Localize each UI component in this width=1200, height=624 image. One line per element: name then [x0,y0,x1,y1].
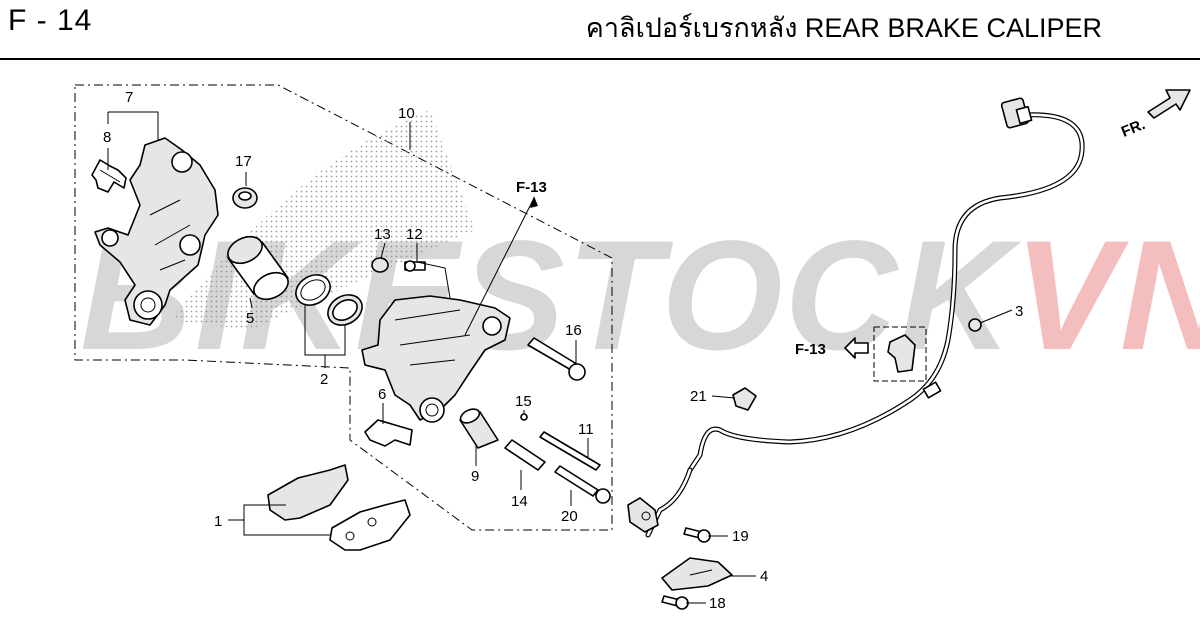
f13-top-reference-arrow [464,196,538,336]
callout-17: 17 [235,153,252,170]
callout-13: 13 [374,226,391,243]
pin-part-11 [539,431,601,471]
diagram-title: คาลิเปอร์เบรกหลัง REAR BRAKE CALIPER [585,13,1102,43]
caliper-bracket-part-7 [94,137,219,326]
pin-bolt-part-16 [527,337,586,381]
wire-sleeve [922,381,942,399]
brake-pads-part-1 [267,464,411,551]
callout-leader-lines [107,111,1013,604]
callout-16: 16 [565,322,582,339]
caliper-assembly-boundary [74,84,613,531]
pad-spring-part-6 [364,419,413,447]
piston-part-5 [227,235,289,301]
boot-part-17 [232,187,258,209]
callout-14: 14 [511,493,528,510]
clip-detail-part [887,334,916,373]
callout-19: 19 [732,528,749,545]
stay-part-4 [661,557,733,591]
callout-20: 20 [561,508,578,525]
callout-8: 8 [103,129,111,146]
f13-reference-arrow [844,337,869,359]
clip-detail-box [873,326,927,382]
callout-18: 18 [709,595,726,612]
pad-spring-part-8 [91,159,127,193]
wire-connector [1000,97,1033,129]
callout-12: 12 [406,226,423,243]
callout-21: 21 [690,388,707,405]
diagram-code: F - 14 [8,4,93,37]
boot-part-9 [459,408,499,449]
bleed-cap-part-13 [371,257,389,273]
callout-11: 11 [578,421,594,438]
f13-left-reference: F-13 [795,341,826,358]
wire-grommet [968,318,982,332]
callout-9: 9 [471,468,479,485]
piston-seals-part-2 [295,274,363,326]
callout-2: 2 [320,371,328,388]
speed-sensor-wire-part-3 [645,112,1085,538]
callout-5: 5 [246,310,254,327]
f13-top-reference: F-13 [516,179,547,196]
callout-3: 3 [1015,303,1023,320]
header-divider [0,58,1200,60]
caliper-body-part-10 [361,295,511,423]
callout-1: 1 [214,513,222,530]
front-direction-arrow [1147,89,1191,119]
callout-7: 7 [125,89,133,106]
callout-6: 6 [378,386,386,403]
bolt-part-20 [554,465,611,504]
callout-4: 4 [760,568,768,585]
bolt-part-19 [683,527,711,543]
callout-15: 15 [515,393,532,410]
bolt-part-18 [661,595,689,610]
front-direction-label: FR. [1119,116,1148,141]
speed-sensor-body [627,497,659,533]
ball-part-15 [520,413,528,421]
clip-part-21 [732,387,757,411]
callout-10: 10 [398,105,415,122]
bleed-screw-part-12 [404,260,426,272]
sleeve-part-14 [504,439,546,471]
